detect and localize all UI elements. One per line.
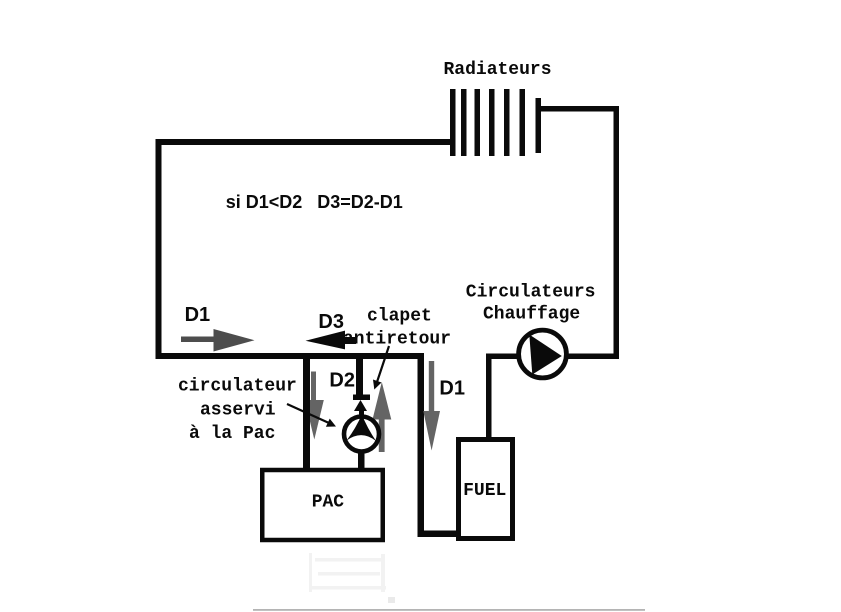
svg-text:circulateur: circulateur [178,377,297,397]
svg-text:si D1<D2 D3=D2-D1: si D1<D2 D3=D2-D1 [226,192,403,212]
svg-text:D3: D3 [318,311,344,333]
svg-text:D1: D1 [185,304,211,326]
svg-text:clapet: clapet [367,307,432,327]
svg-text:à la Pac: à la Pac [189,424,275,444]
svg-text:Chauffage: Chauffage [483,304,580,324]
svg-text:PAC: PAC [312,493,345,513]
svg-text:antiretour: antiretour [343,330,451,350]
svg-text:Radiateurs: Radiateurs [444,60,552,80]
svg-text:D2: D2 [329,369,355,391]
svg-text:FUEL: FUEL [463,481,506,501]
svg-text:asservi: asservi [200,401,276,421]
svg-text:D1: D1 [439,377,465,399]
svg-text:Circulateurs: Circulateurs [466,282,596,302]
